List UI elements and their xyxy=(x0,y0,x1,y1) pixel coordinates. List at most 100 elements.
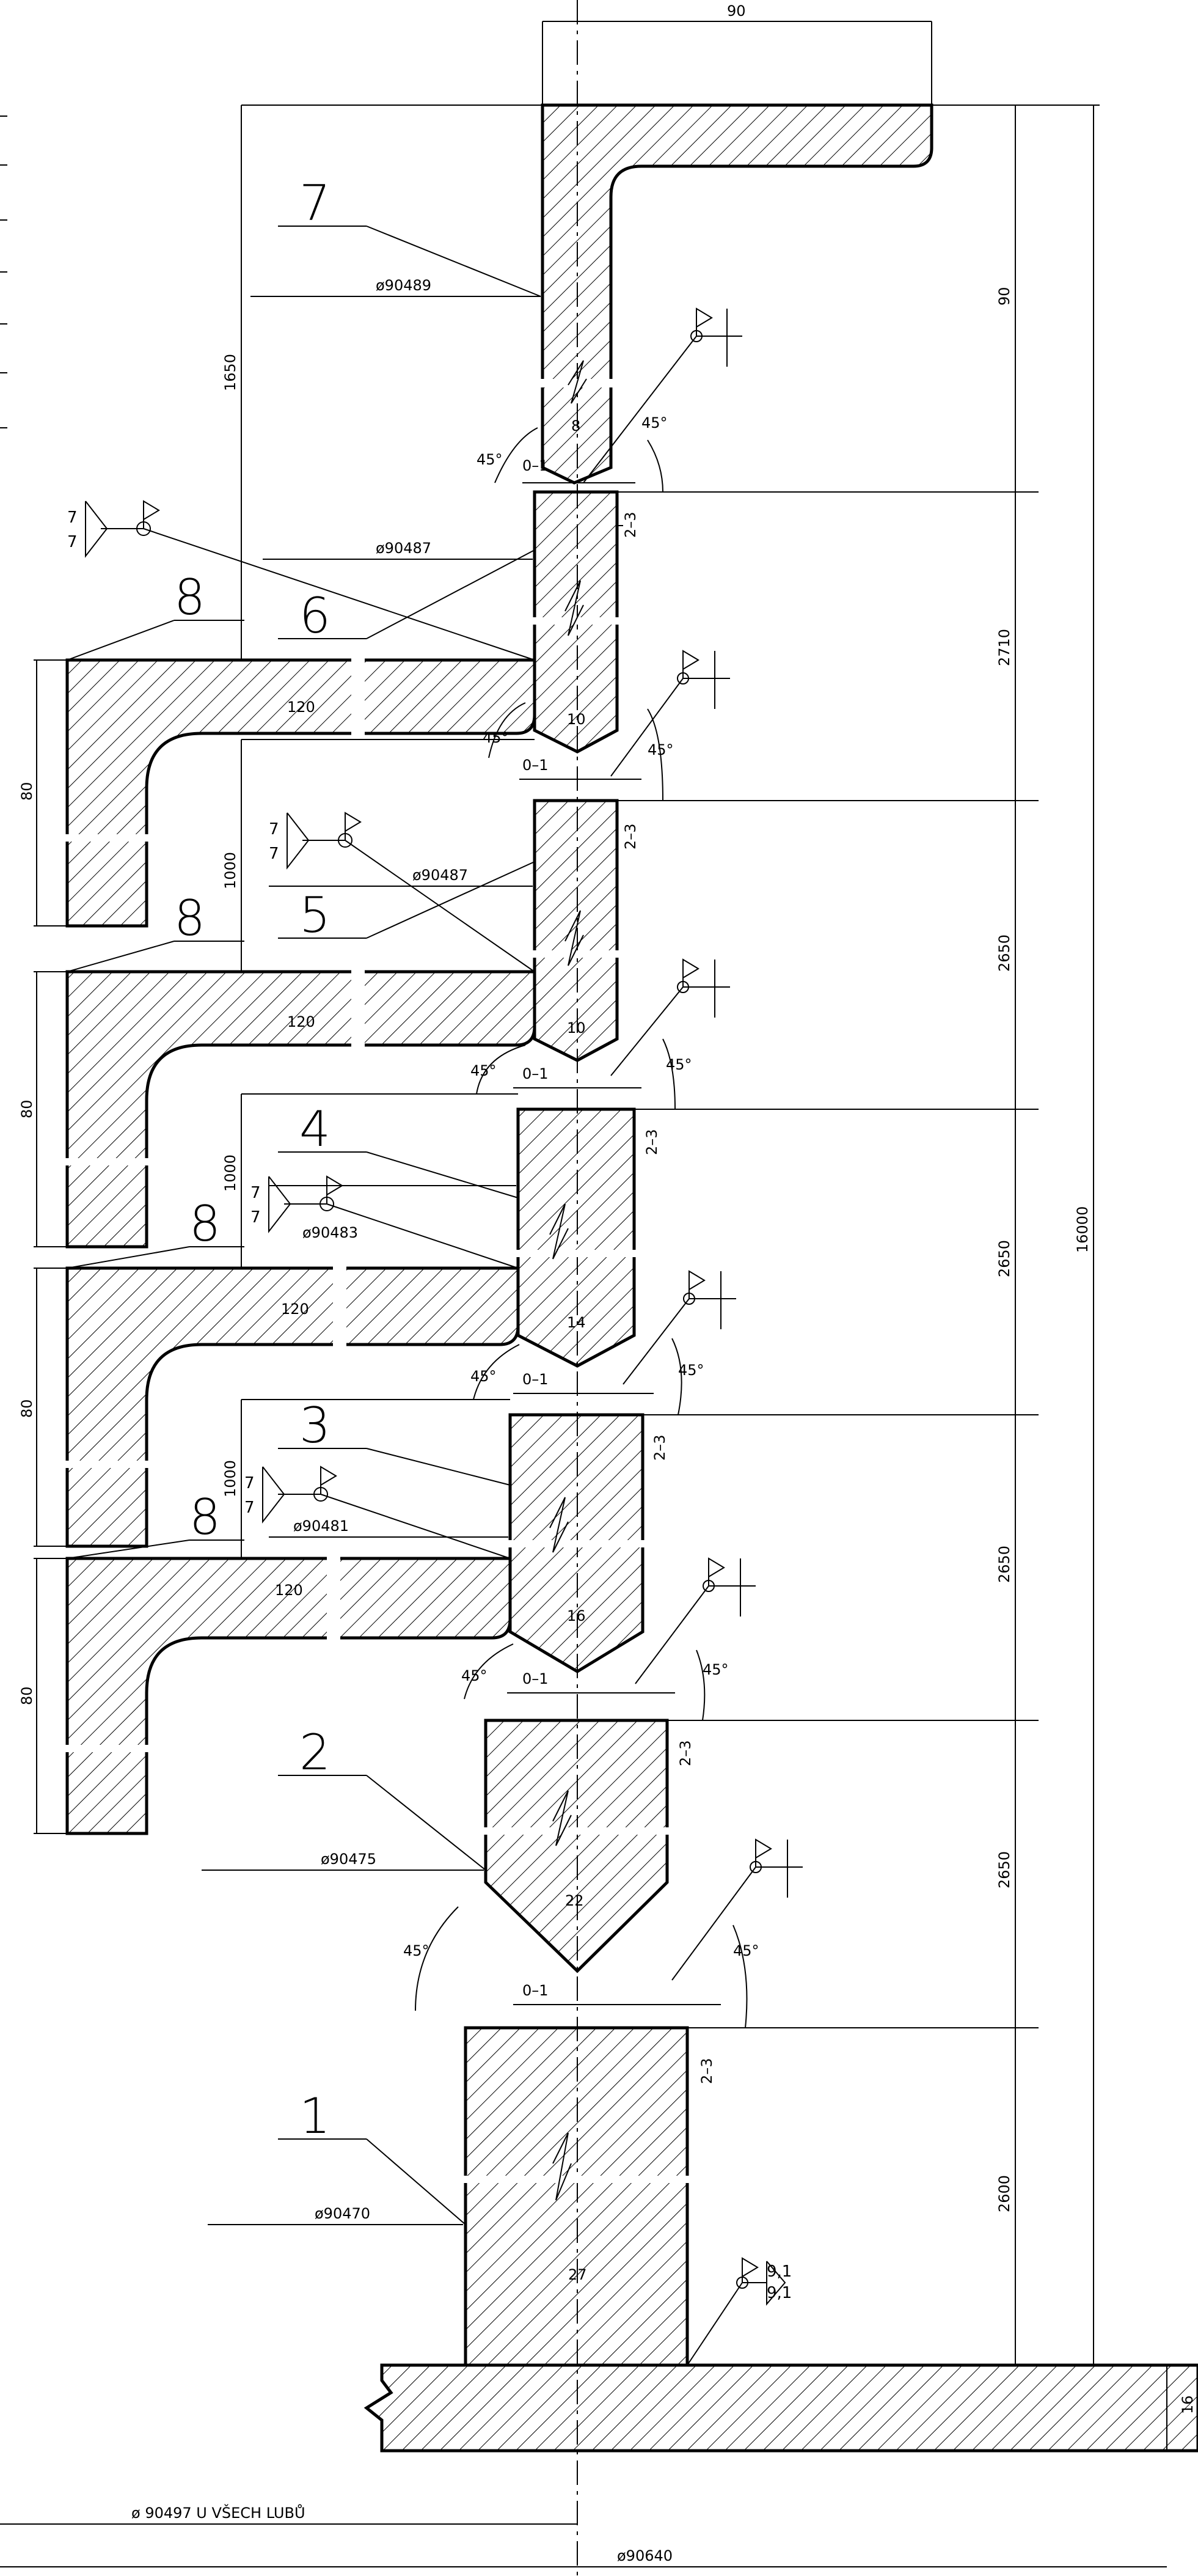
face-label-7: 2–3 xyxy=(622,512,639,538)
dim-1000-a: 1000 xyxy=(222,852,239,889)
part-number-4: 4 xyxy=(299,1101,331,1158)
weld-size-d-bottom: 7 xyxy=(244,1499,255,1517)
dim-80-d: 80 xyxy=(18,1686,35,1705)
ledger-angles: 120 120 120 120 xyxy=(61,654,536,1835)
diameter-ring-6: ø90487 xyxy=(376,540,431,557)
part-number-8c: 8 xyxy=(189,1195,221,1252)
dim-90-right: 90 xyxy=(996,287,1013,306)
plate-thickness-2: 22 xyxy=(565,1892,584,1909)
face-label-2: 2–3 xyxy=(698,2058,715,2084)
base-weld-top: 9,1 xyxy=(767,2262,792,2281)
weld-size-a-bottom: 7 xyxy=(67,533,78,551)
dim-80-c: 80 xyxy=(18,1399,35,1418)
plate-thickness-5: 10 xyxy=(567,1019,586,1037)
part-number-2: 2 xyxy=(299,1724,331,1781)
diameter-ring-4: ø90483 xyxy=(302,1224,358,1241)
right-height-dimensions xyxy=(617,105,1100,2366)
face-label-3: 2–3 xyxy=(677,1740,694,1766)
gap-label-3: 0–1 xyxy=(522,1670,549,1687)
diameter-ring-1: ø90470 xyxy=(315,2205,370,2222)
ledger-width-4: 120 xyxy=(275,1582,303,1599)
dim-1000-b: 1000 xyxy=(222,1154,239,1192)
dim-1000-c: 1000 xyxy=(222,1460,239,1497)
dim-overall-16000: 16000 xyxy=(1074,1206,1091,1253)
angle-label-3: 45° xyxy=(461,1667,488,1684)
part-number-1: 1 xyxy=(299,2088,331,2145)
ledger-width-2: 120 xyxy=(287,1013,315,1030)
top-angle-part-7: 90 8 xyxy=(536,2,933,485)
ledger-angle-4 xyxy=(65,1557,512,1835)
ledger-angle-2 xyxy=(65,970,536,1249)
dim-course-2650-b: 2650 xyxy=(996,1240,1013,1277)
angle-label-6: 45° xyxy=(483,729,509,746)
part-number-3: 3 xyxy=(299,1397,331,1454)
part-number-8d: 8 xyxy=(189,1489,221,1546)
left-scale-ticks xyxy=(0,116,7,428)
gap-label-2: 0–1 xyxy=(522,1982,549,1999)
shell-course-2 xyxy=(484,1719,669,1973)
ledger-width-3: 120 xyxy=(281,1301,309,1318)
weld-size-a-top: 7 xyxy=(67,508,78,527)
diameter-ring-5: ø90487 xyxy=(412,867,468,884)
angle-label-7r: 45° xyxy=(641,414,668,431)
gap-label-6: 0–1 xyxy=(522,757,549,774)
part-number-7: 7 xyxy=(299,175,331,232)
part-number-5: 5 xyxy=(299,887,331,944)
left-dimensions xyxy=(34,105,542,1834)
ledger-angle-1 xyxy=(65,658,536,928)
diameter-note: ø 90497 U VŠECH LUBŮ xyxy=(131,2503,305,2522)
plate-thickness-6: 10 xyxy=(567,711,586,728)
weld-size-b-top: 7 xyxy=(269,820,279,838)
part-number-8a: 8 xyxy=(174,569,205,626)
break-marks xyxy=(549,360,587,2201)
ledger-angle-3 xyxy=(65,1266,520,1548)
dim-1650: 1650 xyxy=(222,354,239,391)
face-label-6: 2–3 xyxy=(622,823,639,849)
weld-size-d-top: 7 xyxy=(244,1474,255,1492)
dim-80-a: 80 xyxy=(18,782,35,801)
foundation-slab: 16 xyxy=(363,2363,1198,2453)
part-number-6: 6 xyxy=(299,587,331,644)
shell-course-1 xyxy=(464,2026,689,2367)
dim-course-2650-a: 2650 xyxy=(996,934,1013,972)
face-label-5: 2–3 xyxy=(643,1129,660,1155)
angle-label-2r: 45° xyxy=(733,1942,759,1959)
diameter-ring-7: ø90489 xyxy=(376,277,431,294)
weld-size-c-bottom: 7 xyxy=(250,1208,261,1227)
dim-course-2600: 2600 xyxy=(996,2175,1013,2212)
diameter-leaders xyxy=(0,296,1167,2567)
plate-thickness-3: 16 xyxy=(567,1607,586,1624)
foundation-thickness: 16 xyxy=(1179,2395,1196,2414)
angle-label-4r: 45° xyxy=(678,1362,704,1379)
weld-symbols xyxy=(85,307,803,2366)
gap-label-4: 0–1 xyxy=(522,1371,549,1388)
joint-details: 45° 45° 0–1 2–3 45° 45° 0–1 2–3 45° 45° … xyxy=(403,414,759,2084)
weld-size-b-bottom: 7 xyxy=(269,845,279,863)
angle-label-6r: 45° xyxy=(648,741,674,758)
dim-course-2710: 2710 xyxy=(996,629,1013,666)
diameter-ring-2: ø90475 xyxy=(321,1851,376,1868)
gap-label-7: 0–1 xyxy=(522,457,549,474)
part-number-8b: 8 xyxy=(174,890,205,947)
plate-thickness-1: 27 xyxy=(568,2266,587,2283)
top-width-label: 90 xyxy=(727,2,746,20)
plate-thickness-7: 8 xyxy=(571,417,580,435)
plate-thickness-4: 14 xyxy=(567,1314,586,1331)
angle-label-5: 45° xyxy=(470,1062,497,1079)
angle-label-3r: 45° xyxy=(703,1661,729,1678)
angle-label-4: 45° xyxy=(470,1368,497,1385)
face-label-4: 2–3 xyxy=(651,1434,668,1461)
dim-course-2650-c: 2650 xyxy=(996,1546,1013,1583)
dim-course-2650-d: 2650 xyxy=(996,1851,1013,1888)
part-leaders xyxy=(67,226,541,2225)
diameter-base: ø90640 xyxy=(617,2547,673,2564)
shell-courses: 10 10 14 16 22 27 xyxy=(459,490,693,2367)
dim-80-b: 80 xyxy=(18,1099,35,1118)
angle-label-7: 45° xyxy=(477,451,503,468)
gap-label-5: 0–1 xyxy=(522,1065,549,1082)
angle-label-2: 45° xyxy=(403,1942,429,1959)
ledger-width-1: 120 xyxy=(287,699,315,716)
diameter-ring-3: ø90481 xyxy=(293,1517,349,1535)
weld-size-c-top: 7 xyxy=(250,1184,261,1202)
